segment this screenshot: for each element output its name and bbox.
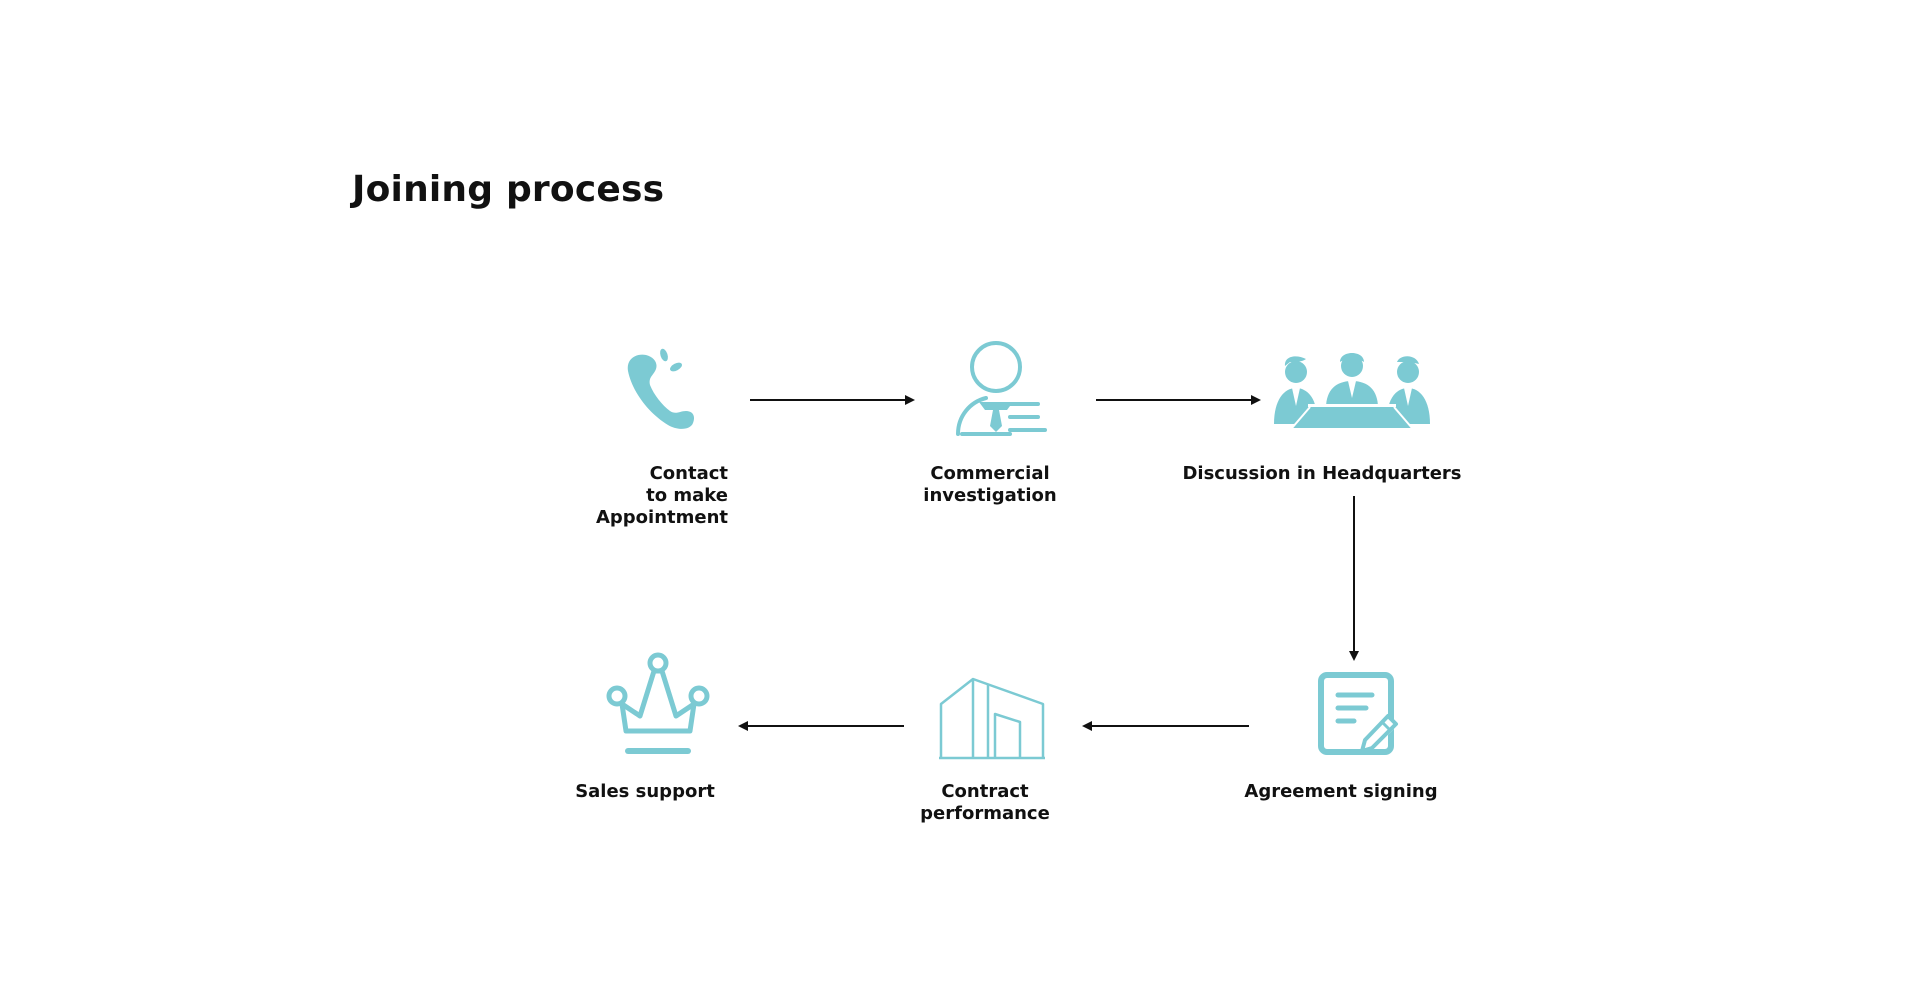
crown-icon [606, 652, 710, 754]
phone-icon [627, 348, 695, 429]
meeting-icon [1274, 353, 1430, 429]
building-icon [939, 677, 1045, 760]
document-pen-icon [1318, 672, 1398, 755]
page-title: Joining process [352, 169, 665, 210]
step-label-agreement-signing: Agreement signing [1244, 781, 1438, 802]
step-label-commercial-investigation: Commercial investigation [923, 463, 1057, 506]
step-label-sales-support: Sales support [575, 781, 715, 802]
businessman-icon [956, 341, 1047, 436]
step-label-discussion: Discussion in Headquarters [1182, 463, 1462, 484]
step-label-contact: Contact to make Appointment [595, 463, 728, 528]
step-label-contract-performance: Contract performance [920, 781, 1050, 824]
